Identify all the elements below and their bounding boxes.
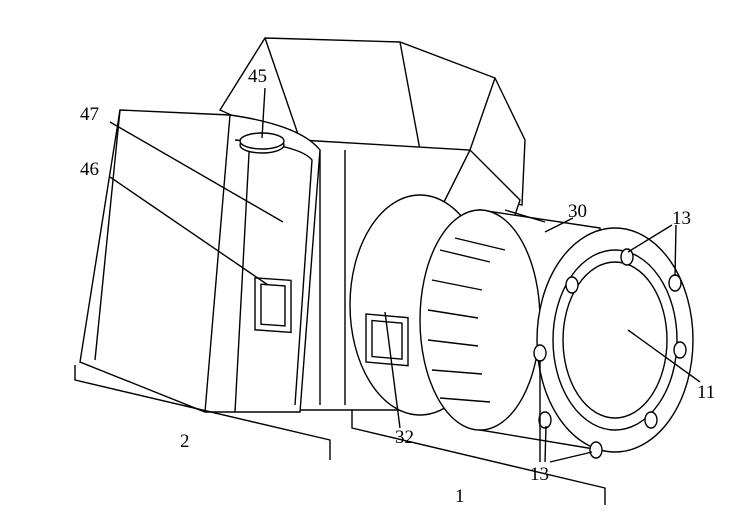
label-11: 11 <box>697 382 715 403</box>
led <box>644 411 658 429</box>
label-30: 30 <box>568 201 587 222</box>
led <box>620 248 634 266</box>
lens-glass <box>562 261 668 419</box>
label-47: 47 <box>80 104 99 125</box>
lens-bracket <box>351 410 606 505</box>
body-bracket <box>74 365 331 460</box>
focus-ring-ribs <box>427 209 546 403</box>
label-32: 32 <box>395 427 414 448</box>
label-46: 46 <box>80 159 99 180</box>
grip <box>79 109 321 413</box>
led <box>589 441 603 459</box>
led <box>533 344 547 362</box>
led <box>673 341 687 359</box>
led-ring <box>533 248 687 459</box>
led <box>538 411 552 429</box>
label-2: 2 <box>180 431 190 452</box>
led <box>565 276 579 294</box>
label-45: 45 <box>248 66 267 87</box>
label-13-bottom: 13 <box>530 464 549 485</box>
led <box>668 274 682 292</box>
label-1: 1 <box>455 486 465 507</box>
label-13-top: 13 <box>672 208 691 229</box>
leader-lines <box>109 87 701 463</box>
